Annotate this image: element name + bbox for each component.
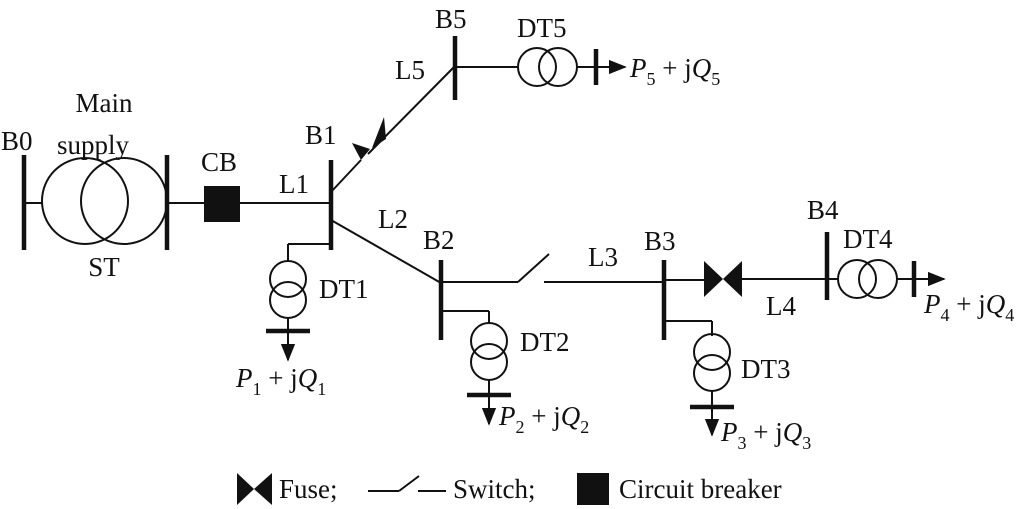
fuse-b3-l4-b	[723, 261, 742, 297]
fuse-b1-l5-a	[352, 143, 370, 160]
switch-open	[517, 253, 550, 283]
label-dt4: DT4	[843, 224, 893, 254]
label-l5: L5	[395, 55, 425, 85]
label-l3: L3	[588, 242, 618, 272]
label-l2: L2	[378, 204, 408, 234]
load-label-p5: P5 + jQ5	[629, 53, 720, 89]
line-l2	[330, 219, 442, 284]
label-st: ST	[88, 252, 120, 282]
label-dt3: DT3	[741, 354, 791, 384]
wire-b1-fuse	[330, 159, 362, 193]
line-l5	[367, 65, 456, 155]
label-dt1: DT1	[319, 274, 369, 304]
label-l4: L4	[766, 291, 796, 321]
transformer-dt4	[837, 259, 898, 299]
legend-fuse-icon-a	[237, 473, 254, 505]
load-label-p1: P1 + jQ1	[235, 363, 326, 399]
legend: Fuse; Switch; Circuit breaker	[237, 473, 782, 505]
label-main: Main	[76, 88, 133, 118]
label-b2: B2	[423, 225, 455, 255]
load-label-p2: P2 + jQ2	[498, 401, 589, 437]
legend-fuse-icon-b	[254, 473, 272, 505]
legend-switch-label: Switch;	[453, 474, 536, 504]
load-label-p4: P4 + jQ4	[923, 289, 1014, 325]
legend-circuit-breaker-icon	[577, 473, 609, 505]
legend-circuit-breaker-label: Circuit breaker	[619, 474, 782, 504]
circuit-breaker-cb	[204, 186, 240, 222]
fuse-b3-l4-a	[704, 261, 723, 297]
legend-switch-icon	[368, 475, 446, 492]
transformer-dt2	[470, 322, 508, 381]
label-l1: L1	[279, 169, 309, 199]
legend-fuse-label: Fuse;	[279, 474, 338, 504]
label-cb: CB	[201, 147, 237, 177]
transformer-dt1	[269, 260, 307, 319]
label-dt5: DT5	[517, 13, 567, 43]
transformer-st	[41, 157, 168, 245]
label-b1: B1	[305, 120, 337, 150]
label-dt2: DT2	[520, 327, 570, 357]
label-b0: B0	[1, 126, 33, 156]
label-supply: supply	[57, 130, 130, 160]
label-b3: B3	[644, 226, 676, 256]
label-b5: B5	[435, 4, 467, 34]
transformer-dt5	[517, 47, 578, 87]
transformer-dt3	[693, 333, 731, 392]
load-label-p3: P3 + jQ3	[720, 417, 811, 453]
label-b4: B4	[807, 195, 839, 225]
